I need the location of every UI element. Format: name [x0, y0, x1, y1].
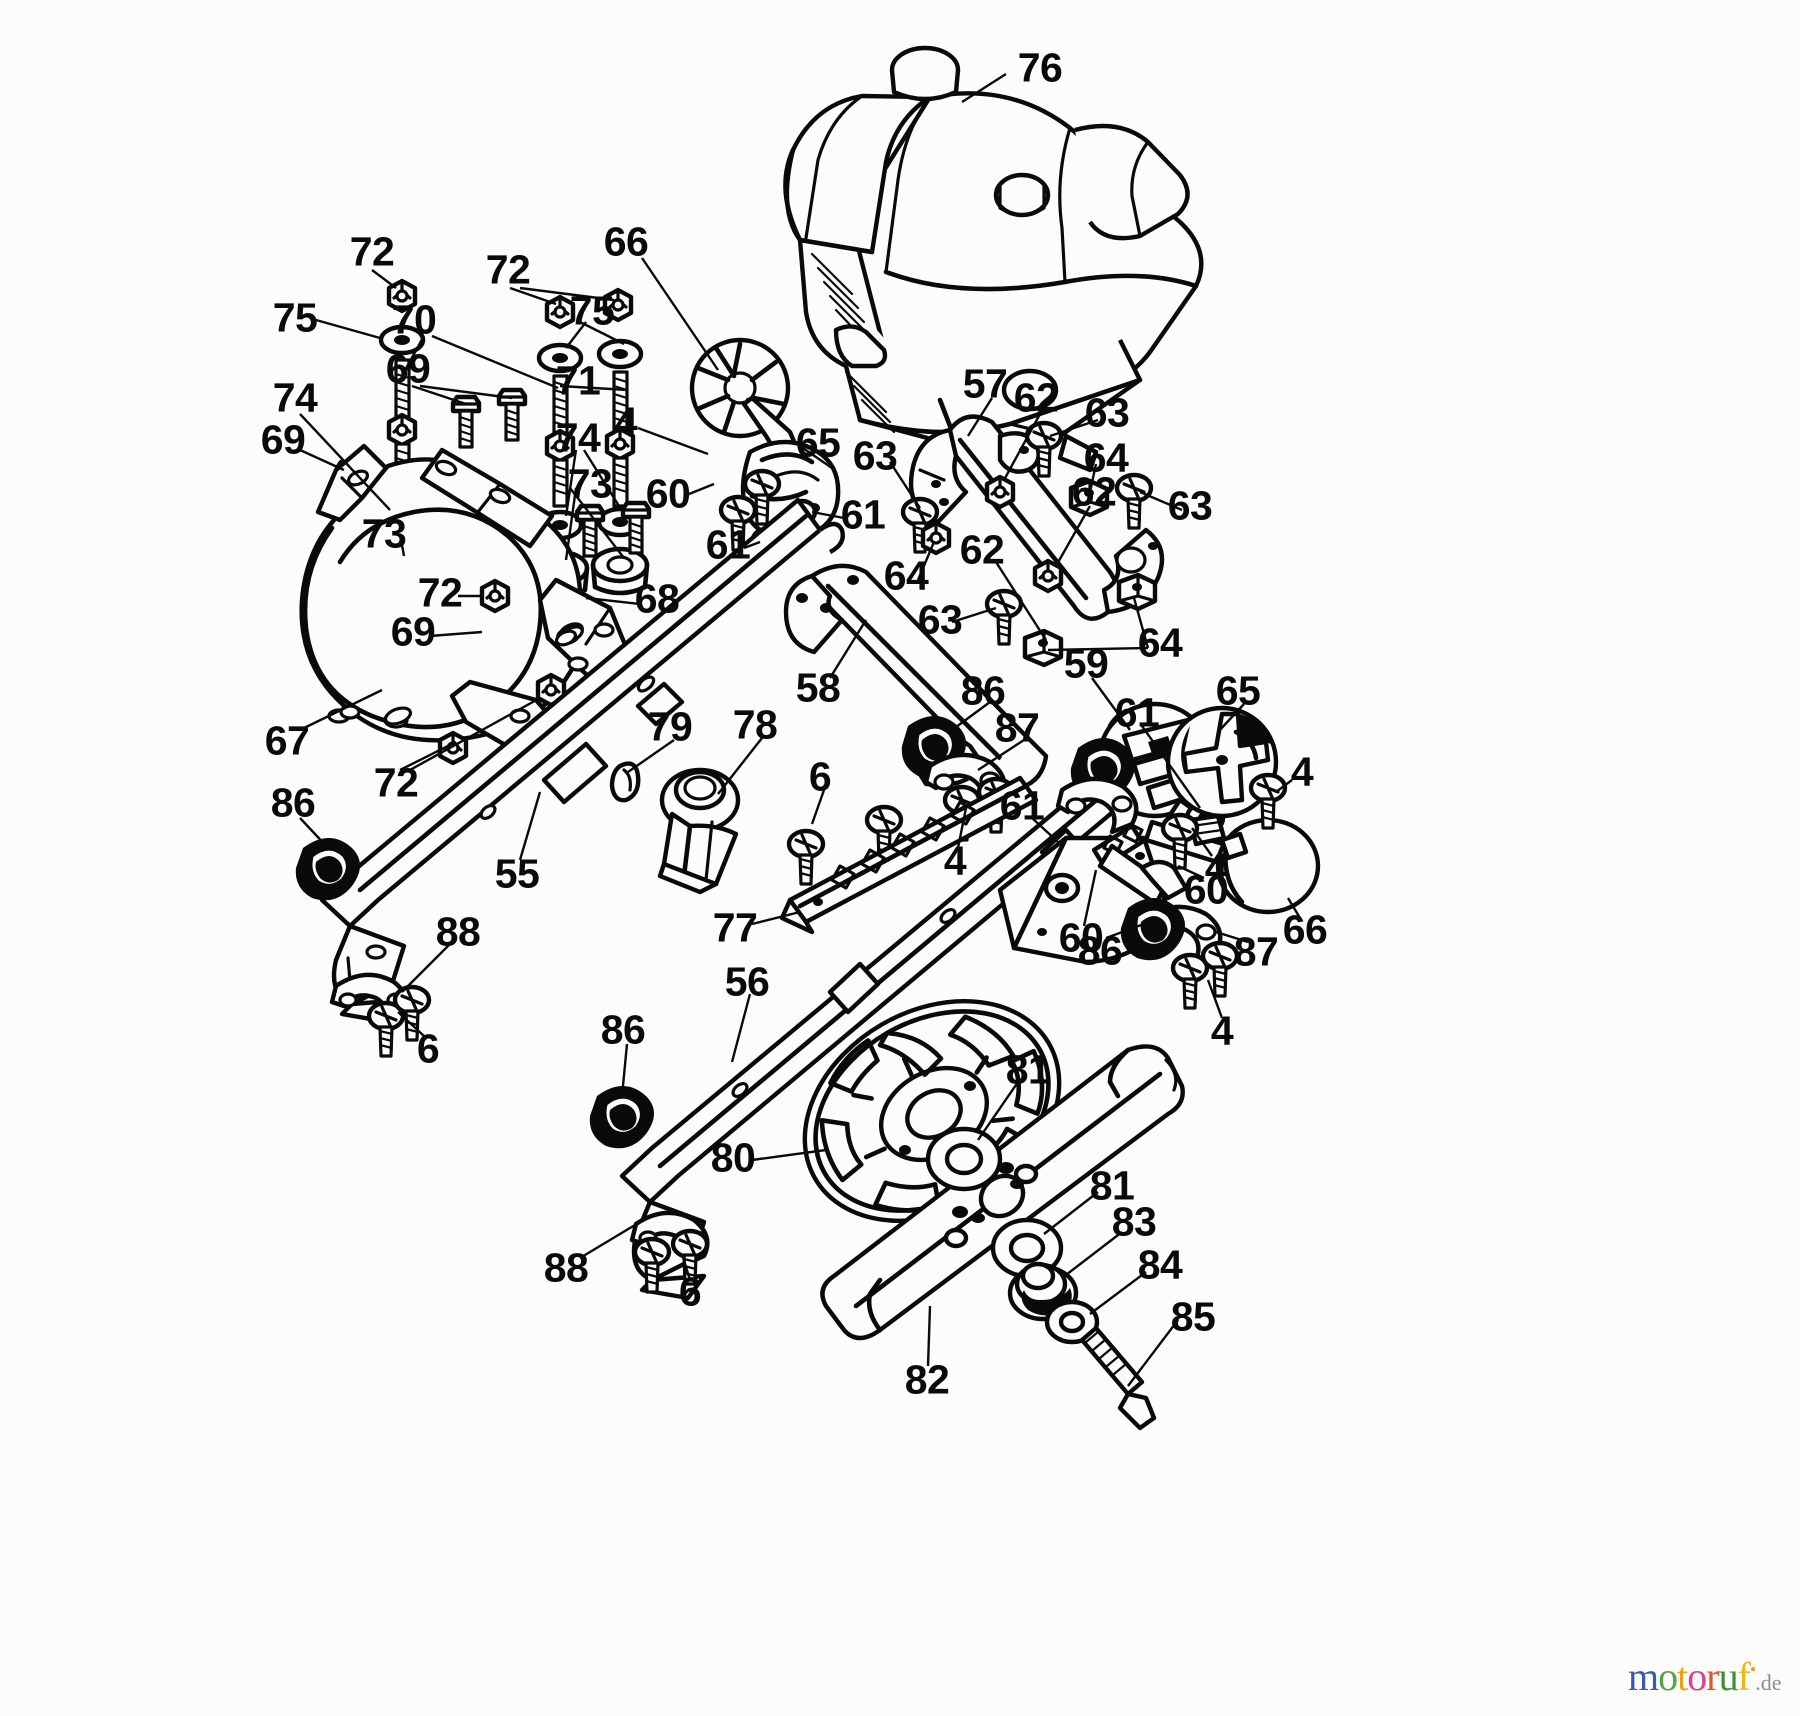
watermark-letter-u: u — [1718, 1654, 1739, 1699]
callout-86b: 86 — [270, 779, 316, 826]
leader-lines — [299, 72, 1302, 1387]
watermark-letter-o2: o — [1687, 1654, 1707, 1699]
callout-80: 80 — [710, 1134, 756, 1181]
callout-6c: 6 — [678, 1268, 702, 1315]
callout-65b: 65 — [1215, 667, 1261, 714]
knob-78 — [657, 767, 741, 895]
callout-72a: 72 — [349, 228, 395, 275]
watermark-dot-icon: • — [1749, 1659, 1756, 1680]
callout-56: 56 — [724, 958, 770, 1005]
knob-66-right — [1187, 813, 1321, 915]
callout-55: 55 — [494, 850, 540, 897]
callout-63b: 63 — [852, 432, 898, 479]
callout-69c: 69 — [390, 608, 436, 655]
callout-66a: 66 — [603, 218, 649, 265]
callout-76: 76 — [1017, 44, 1063, 91]
callout-83: 83 — [1111, 1198, 1157, 1245]
watermark-letter-t: t — [1677, 1654, 1688, 1699]
callout-79: 79 — [647, 703, 693, 750]
blade-washers — [925, 1126, 1157, 1431]
callout-62c: 62 — [959, 526, 1005, 573]
callout-73b: 73 — [361, 510, 407, 557]
callout-77: 77 — [712, 904, 758, 951]
callout-71: 71 — [555, 357, 601, 404]
callout-87a: 87 — [994, 704, 1040, 751]
watermark-tld: .de — [1755, 1670, 1782, 1695]
callout-88a: 88 — [435, 908, 481, 955]
bearing-86-left — [295, 838, 360, 901]
callout-82: 82 — [904, 1356, 950, 1403]
callout-88b: 88 — [543, 1244, 589, 1291]
callout-62b: 62 — [1071, 468, 1117, 515]
callout-66b: 66 — [1282, 906, 1328, 953]
callout-61c: 61 — [1114, 689, 1160, 736]
callout-86c: 86 — [1077, 927, 1123, 974]
bolt-85 — [1079, 1325, 1157, 1431]
callout-62a: 62 — [1013, 374, 1059, 421]
callout-69b: 69 — [260, 416, 306, 463]
watermark-letter-f: f — [1737, 1654, 1751, 1699]
blade-82 — [820, 1044, 1185, 1341]
clamp-87-right — [1055, 776, 1139, 835]
callout-81b: 81 — [1089, 1162, 1135, 1209]
callout-61d: 61 — [999, 782, 1045, 829]
callout-6a: 6 — [808, 753, 832, 800]
callout-58: 58 — [795, 664, 841, 711]
callout-6b: 6 — [416, 1025, 440, 1072]
callout-4d: 4 — [1204, 844, 1228, 891]
callout-70: 70 — [391, 296, 437, 343]
callout-72b: 72 — [485, 246, 531, 293]
callout-67: 67 — [264, 717, 310, 764]
callout-75b: 75 — [569, 287, 615, 334]
callout-4b: 4 — [1290, 748, 1314, 795]
callout-60a: 60 — [645, 470, 691, 517]
watermark-letter-m: m — [1628, 1654, 1659, 1699]
callout-86a: 86 — [960, 667, 1006, 714]
callout-74b: 74 — [555, 414, 601, 461]
watermark-letter-o1: o — [1658, 1654, 1678, 1699]
callout-63c: 63 — [1167, 482, 1213, 529]
callout-61b: 61 — [705, 521, 751, 568]
shield-67 — [299, 443, 631, 759]
callout-72d: 72 — [373, 759, 419, 806]
callout-63d: 63 — [917, 596, 963, 643]
bearing-86-lower — [589, 1086, 654, 1149]
callout-59: 59 — [1063, 640, 1109, 687]
callout-60b: 60 — [1183, 866, 1229, 913]
callout-75a: 75 — [272, 294, 318, 341]
bearing-86-lower-right — [1120, 898, 1185, 961]
callout-63a: 63 — [1084, 389, 1130, 436]
engine-assembly — [783, 45, 1204, 473]
callout-4a: 4 — [614, 398, 638, 445]
callout-64c: 64 — [1137, 619, 1183, 666]
callout-69a: 69 — [385, 345, 431, 392]
callout-68: 68 — [634, 575, 680, 622]
callout-4c: 4 — [943, 837, 967, 884]
watermark-letter-r: r — [1706, 1654, 1719, 1699]
callout-60c: 60 — [1058, 914, 1104, 961]
callout-64b: 64 — [883, 552, 929, 599]
callout-85: 85 — [1170, 1293, 1216, 1340]
callout-72c: 72 — [417, 569, 463, 616]
callout-65a: 65 — [795, 419, 841, 466]
callout-87b: 87 — [1233, 928, 1279, 975]
callout-64a: 64 — [1083, 434, 1129, 481]
callout-84: 84 — [1137, 1241, 1183, 1288]
callout-61a: 61 — [840, 491, 886, 538]
callout-73a: 73 — [567, 460, 613, 507]
control-rack-77 — [779, 775, 1039, 935]
fastener-column-mid — [533, 290, 647, 596]
callout-81a: 81 — [1005, 1046, 1051, 1093]
motoruf-watermark: motoruf•.de — [1628, 1657, 1781, 1697]
callout-86d: 86 — [600, 1006, 646, 1053]
callout-78: 78 — [732, 701, 778, 748]
callout-74a: 74 — [272, 374, 318, 421]
callout-4e: 4 — [1210, 1007, 1234, 1054]
callout-57: 57 — [962, 360, 1008, 407]
